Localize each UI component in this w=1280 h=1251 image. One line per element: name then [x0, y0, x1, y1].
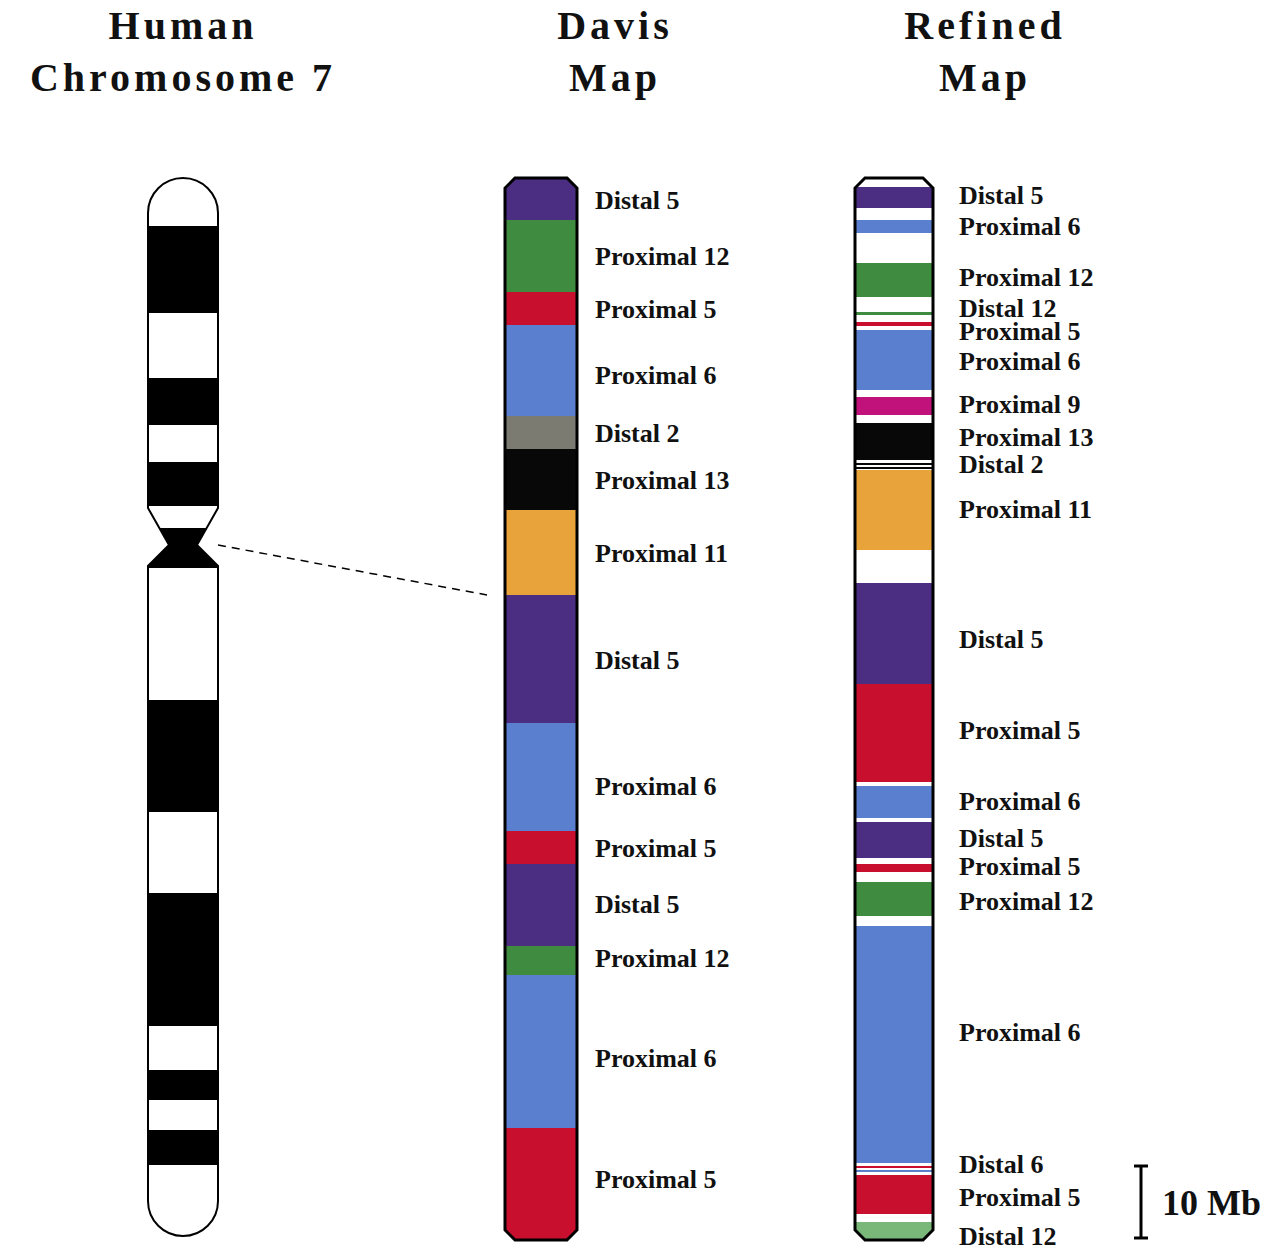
segment-label: Proximal 6 [959, 790, 1081, 814]
segment-label: Distal 2 [959, 453, 1044, 477]
column-heading: Davis Map [510, 0, 720, 104]
segment-label: Distal 5 [595, 189, 680, 213]
segment-label: Proximal 6 [959, 350, 1081, 374]
segment-label: Proximal 5 [959, 1186, 1081, 1210]
segment-label: Distal 6 [959, 1153, 1044, 1177]
segment-label: Distal 12 [959, 297, 1057, 321]
segment-label: Proximal 5 [959, 320, 1081, 344]
segment-label: Distal 5 [595, 893, 680, 917]
segment-label: Proximal 11 [959, 498, 1092, 522]
refined-segments [850, 170, 940, 1250]
segment-label: Proximal 11 [595, 542, 728, 566]
refined-outline [855, 178, 933, 1240]
segment-label: Proximal 5 [595, 298, 717, 322]
segment-label: Distal 5 [959, 184, 1044, 208]
segment-label: Distal 12 [959, 1225, 1057, 1249]
segment-label: Proximal 6 [595, 1047, 717, 1071]
column-heading: Refined Map [855, 0, 1115, 104]
davis-segments [500, 170, 585, 1248]
segment-label: Proximal 6 [595, 364, 717, 388]
segment-label: Proximal 6 [959, 1021, 1081, 1045]
scale-label: 10 Mb [1162, 1183, 1261, 1223]
segment-label: Proximal 5 [595, 837, 717, 861]
chromosome-outline [148, 178, 218, 1236]
scale-bar [1134, 1166, 1148, 1238]
segment-label: Distal 5 [595, 649, 680, 673]
segment-label: Proximal 12 [595, 947, 730, 971]
segment-label: Proximal 13 [595, 469, 730, 493]
segment-label: Proximal 9 [959, 393, 1081, 417]
segment-label: Distal 5 [959, 827, 1044, 851]
davis-outline [505, 178, 577, 1240]
segment-label: Proximal 6 [595, 775, 717, 799]
chromosome-bands [140, 170, 230, 1250]
segment-label: Distal 5 [959, 628, 1044, 652]
column-heading: Human Chromosome 7 [0, 0, 368, 104]
segment-label: Proximal 12 [595, 245, 730, 269]
centromere-leader [218, 545, 487, 595]
segment-label: Proximal 5 [959, 855, 1081, 879]
segment-label: Proximal 12 [959, 890, 1094, 914]
segment-label: Proximal 13 [959, 426, 1094, 450]
segment-label: Proximal 5 [595, 1168, 717, 1192]
segment-label: Proximal 5 [959, 719, 1081, 743]
segment-label: Proximal 6 [959, 215, 1081, 239]
segment-label: Proximal 12 [959, 266, 1094, 290]
segment-label: Distal 2 [595, 422, 680, 446]
